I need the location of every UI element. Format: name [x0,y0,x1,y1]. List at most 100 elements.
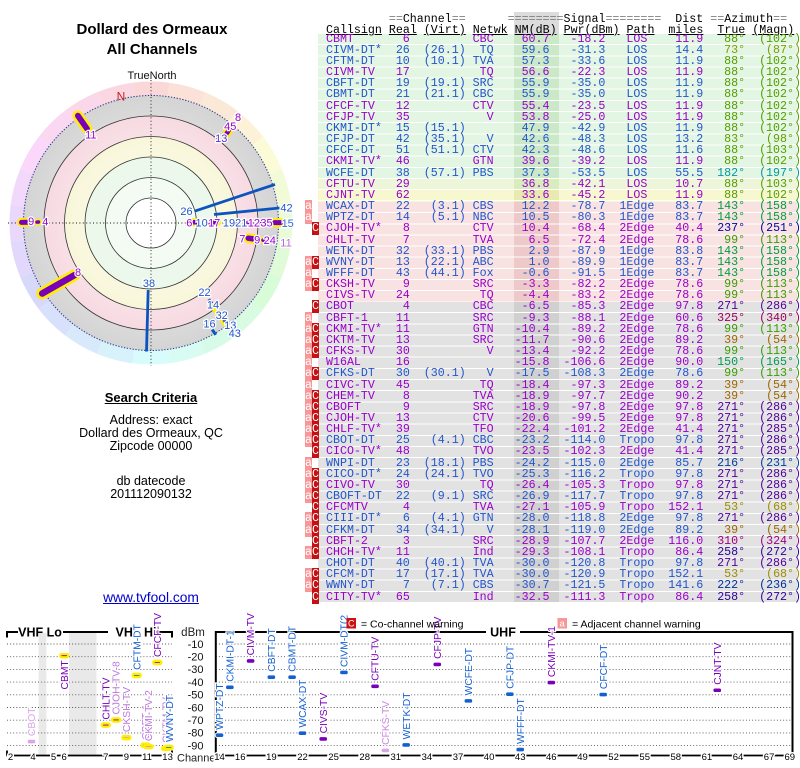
svg-text:43: 43 [515,752,526,763]
svg-text:4: 4 [30,752,35,763]
svg-text:CIVM-TV: CIVM-TV [246,613,257,655]
svg-text:-60: -60 [188,702,204,714]
svg-text:19: 19 [223,218,235,230]
svg-text:CHLT-TV: CHLT-TV [101,677,112,719]
svg-text:CFJP-DT: CFJP-DT [506,645,517,689]
svg-text:9: 9 [254,234,260,246]
svg-text:7: 7 [239,233,245,245]
svg-text:22: 22 [198,287,210,299]
svg-text:49: 49 [577,752,588,763]
svg-text:25: 25 [328,752,339,763]
svg-text:CFCF-TV: CFCF-TV [153,613,164,657]
svg-text:32: 32 [216,310,228,322]
svg-text:9: 9 [124,752,129,763]
svg-text:WCFE-DT: WCFE-DT [464,647,475,695]
svg-text:= Adjacent channel warning: = Adjacent channel warning [572,618,701,630]
svg-text:N: N [117,90,126,104]
svg-text:-10: -10 [188,639,204,651]
svg-text:11: 11 [85,130,96,142]
svg-text:VHF Hi: VHF Hi [116,625,157,639]
svg-text:42: 42 [280,202,292,214]
svg-text:45: 45 [224,121,236,133]
svg-text:CFJP-TV: CFJP-TV [433,616,444,658]
svg-text:14: 14 [214,752,225,763]
svg-text:67: 67 [764,752,775,763]
svg-text:CJOH-TV-8: CJOH-TV-8 [112,661,123,714]
svg-text:WCAX-DT: WCAX-DT [298,679,309,728]
svg-text:CBMT-DT: CBMT-DT [288,625,299,671]
svg-text:UHF: UHF [490,625,516,639]
svg-text:VHF Lo: VHF Lo [18,625,62,639]
svg-text:CKMI-TV-2: CKMI-TV-2 [144,690,155,741]
svg-text:CFTM-DT: CFTM-DT [132,623,143,669]
svg-text:WVNY-DT: WVNY-DT [165,694,176,742]
svg-text:CFTU-TV: CFTU-TV [371,637,382,681]
svg-text:17: 17 [208,218,220,230]
svg-text:8: 8 [235,112,241,124]
svg-text:Channel: Channel [177,753,218,765]
svg-text:11: 11 [142,752,152,763]
svg-text:CJNT-TV: CJNT-TV [713,642,724,684]
svg-text:CFKS-TV: CFKS-TV [381,701,392,745]
svg-text:-70: -70 [188,715,204,727]
svg-text:C: C [348,619,355,629]
svg-text:WPTZ-DT: WPTZ-DT [215,683,226,730]
svg-text:CBOT: CBOT [27,707,38,736]
svg-text:69: 69 [785,752,796,763]
svg-text:61: 61 [702,752,713,763]
svg-text:28: 28 [359,752,370,763]
svg-text:2: 2 [8,752,13,763]
svg-text:CFCF-DT: CFCF-DT [599,644,610,689]
svg-text:6: 6 [62,752,67,763]
svg-text:37: 37 [453,752,464,763]
svg-text:7: 7 [103,752,108,763]
svg-text:-40: -40 [188,677,204,689]
svg-text:CBFT-DT: CBFT-DT [267,628,278,672]
svg-text:31: 31 [391,752,402,763]
svg-text:CKMI-DT-1: CKMI-DT-1 [226,630,237,682]
svg-text:6: 6 [186,218,192,230]
svg-text:TrueNorth: TrueNorth [127,70,176,82]
svg-text:a: a [560,619,566,630]
svg-text:-20: -20 [188,652,204,664]
svg-text:40: 40 [484,752,495,763]
svg-text:CKTM-TV: CKTM-TV [161,697,172,743]
svg-text:-30: -30 [188,664,204,676]
svg-text:58: 58 [671,752,682,763]
svg-text:WETK-DT: WETK-DT [402,692,413,740]
svg-text:CBMT: CBMT [60,660,71,690]
svg-text:22: 22 [297,752,308,763]
svg-text:13: 13 [215,133,227,145]
svg-text:CBFT-1: CBFT-1 [141,704,152,740]
svg-text:9: 9 [28,216,34,228]
svg-text:21: 21 [235,218,247,230]
svg-text:10: 10 [195,218,207,230]
svg-text:WFFF-DT: WFFF-DT [516,698,527,744]
svg-text:dBm: dBm [181,627,205,639]
svg-text:52: 52 [608,752,619,763]
svg-text:11: 11 [280,238,291,250]
svg-text:38: 38 [143,278,155,290]
svg-text:55: 55 [639,752,650,763]
svg-text:CKMI-TV-1: CKMI-TV-1 [547,626,558,677]
svg-text:34: 34 [422,752,433,763]
svg-text:16: 16 [203,319,215,331]
svg-text:8: 8 [75,267,81,279]
svg-text:13: 13 [162,752,173,763]
svg-text:14: 14 [207,300,219,312]
svg-text:19: 19 [266,752,277,763]
svg-text:-90: -90 [188,740,204,752]
svg-text:5: 5 [51,752,56,763]
svg-text:26: 26 [180,206,192,218]
svg-text:-50: -50 [188,690,204,702]
svg-text:CIVS-TV: CIVS-TV [319,693,330,734]
svg-text:43: 43 [229,328,241,340]
svg-text:-80: -80 [188,728,204,740]
svg-text:24: 24 [264,235,276,247]
svg-text:64: 64 [733,752,744,763]
svg-text:13: 13 [224,320,236,332]
svg-text:16: 16 [235,752,246,763]
svg-text:= Co-channel warning: = Co-channel warning [361,618,464,630]
svg-text:CKSH-TV: CKSH-TV [122,687,133,732]
svg-text:12: 12 [248,218,260,230]
